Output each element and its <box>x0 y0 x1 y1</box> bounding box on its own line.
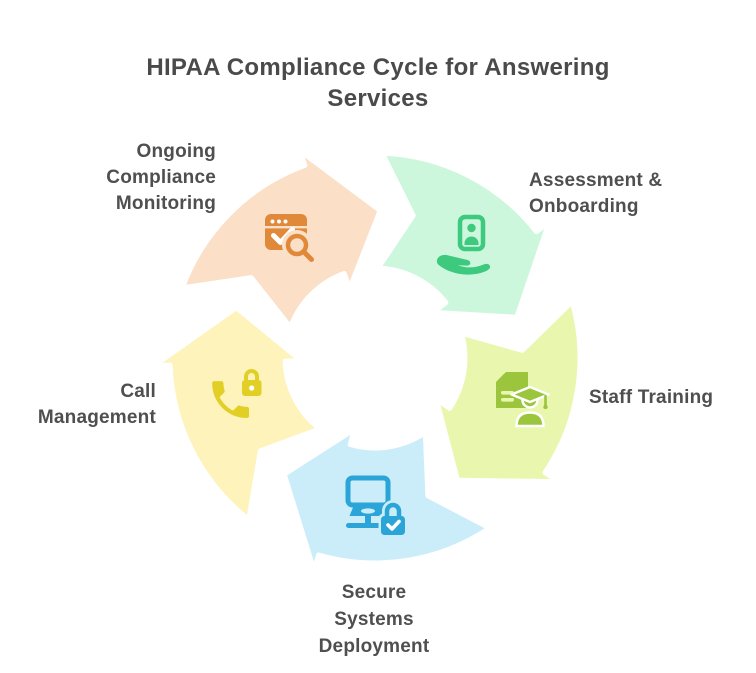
label-line: Compliance <box>106 167 216 188</box>
page-title: HIPAA Compliance Cycle for Answering Ser… <box>0 52 756 114</box>
label-line: Secure <box>341 582 407 603</box>
stage-label-assessment-onboarding: Assessment & Onboarding <box>529 168 662 220</box>
label-line: Management <box>37 407 156 428</box>
stage-label-secure-systems-deployment: Secure Systems Deployment <box>319 579 430 660</box>
stage-label-staff-training: Staff Training <box>589 385 713 411</box>
label-line: Systems <box>334 609 414 630</box>
label-line: Assessment & <box>529 170 663 191</box>
label-line: Onboarding <box>529 196 639 217</box>
page-title-line: HIPAA Compliance Cycle for Answering <box>146 54 610 81</box>
browser-check-search-icon <box>256 202 320 266</box>
computer-lock-icon <box>341 472 405 536</box>
stage-label-call-management: Call Management <box>38 379 156 431</box>
label-line: Monitoring <box>115 193 216 214</box>
label-line: Call <box>120 381 156 402</box>
label-line: Deployment <box>318 636 430 657</box>
stage-label-ongoing-compliance-monitoring: Ongoing Compliance Monitoring <box>106 139 216 217</box>
document-graduate-icon <box>488 366 552 430</box>
cycle-segment-top-right <box>375 150 552 320</box>
phone-lock-icon <box>201 361 265 425</box>
label-line: Staff Training <box>589 387 714 408</box>
label-line: Ongoing <box>136 141 216 162</box>
hand-holding-id-card-icon <box>432 212 496 276</box>
page-title-line: Services <box>327 85 429 112</box>
